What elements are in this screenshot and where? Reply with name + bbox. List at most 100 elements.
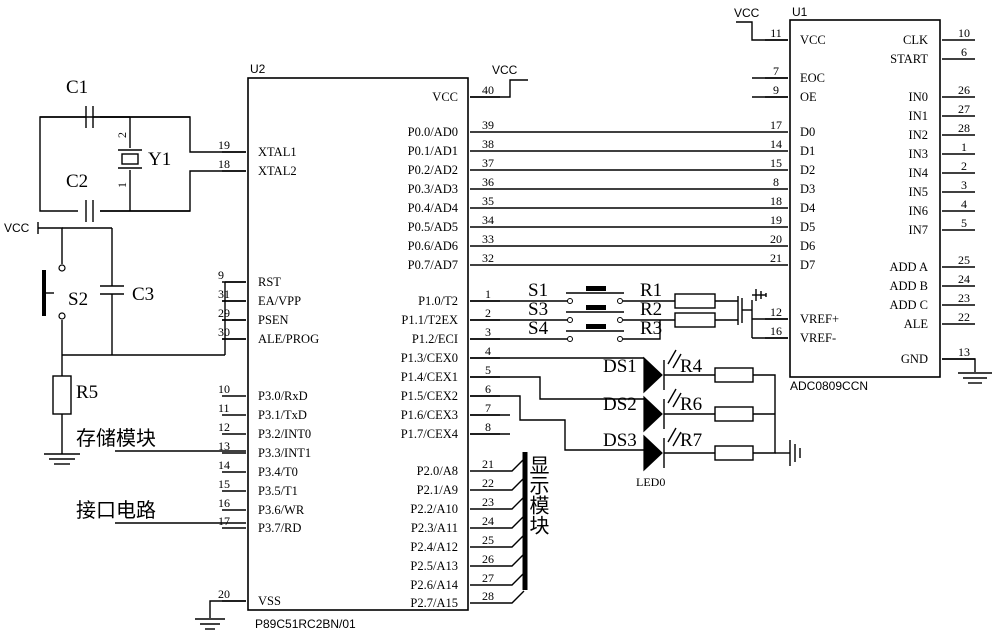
u2-pin-9-number: 9 <box>218 268 224 282</box>
interface-circuit-label: 接口电路 <box>76 498 156 522</box>
vss-ground-symbol <box>195 619 225 629</box>
u1-pin-4-number: 4 <box>961 197 967 211</box>
u1-pin-22-number: 22 <box>958 310 970 324</box>
u1-pin-6-label: START <box>890 52 928 66</box>
u1-vcc-label: VCC <box>734 6 760 20</box>
u2-pin-8-number: 8 <box>485 420 491 434</box>
p2-2-bus-wire <box>500 497 524 509</box>
u1-pin-17-number: 17 <box>770 118 782 132</box>
u1-pin-7-label: EOC <box>800 71 825 85</box>
c1-label: C1 <box>66 77 88 98</box>
u2-pin-40-number: 40 <box>482 83 494 97</box>
u2-pin-32-number: 32 <box>482 251 494 265</box>
u2-pin-19-label: XTAL1 <box>258 145 297 159</box>
u2-pin-28-label: P2.7/A15 <box>410 596 458 610</box>
ds3-label: DS3 <box>603 430 637 451</box>
u1-pin-18-number: 18 <box>770 194 782 208</box>
u1-pin-1-number: 1 <box>961 140 967 154</box>
u1-pin-14-number: 14 <box>770 137 782 151</box>
reset-vcc-label: VCC <box>4 221 30 235</box>
r2-label: R2 <box>640 299 662 320</box>
u2-pin-26-number: 26 <box>482 552 494 566</box>
u2-pin-34-number: 34 <box>482 213 494 227</box>
u1-pin-25-number: 25 <box>958 253 970 267</box>
u2-pin-39-label: P0.0/AD0 <box>408 125 458 139</box>
u1-pin-21-number: 21 <box>770 251 782 265</box>
u1-pin-24-number: 24 <box>958 272 970 286</box>
u2-pin-32-label: P0.7/AD7 <box>408 258 458 272</box>
ds2-label: DS2 <box>603 394 637 415</box>
u1-pin-14-label: D1 <box>800 144 815 158</box>
u1-pin-23-label: ADD C <box>889 298 928 312</box>
u2-pin-6-label: P1.5/CEX2 <box>401 389 458 403</box>
r1-label: R1 <box>640 280 662 301</box>
p2-6-bus-wire <box>500 573 524 585</box>
u1-part: ADC0809CCN <box>790 379 868 393</box>
u2-pin-31-number: 31 <box>218 287 230 301</box>
r5-label: R5 <box>76 382 98 403</box>
u2-pin-30-number: 30 <box>218 325 230 339</box>
u2-pin-17-label: P3.7/RD <box>258 521 301 535</box>
p2-1-bus-wire <box>500 478 524 490</box>
u1-pin-28-label: IN2 <box>909 128 928 142</box>
p0-data-bus-wires <box>500 132 765 265</box>
u2-pin-1-number: 1 <box>485 287 491 301</box>
r4-label: R4 <box>680 356 703 377</box>
u2-pin-12-label: P3.2/INT0 <box>258 427 311 441</box>
u2-ref: U2 <box>250 62 266 76</box>
u1-pin-19-number: 19 <box>770 213 782 227</box>
u2-pin-24-label: P2.3/A11 <box>411 521 458 535</box>
s4-label: S4 <box>528 318 549 339</box>
u1-pin-26-label: IN0 <box>909 90 928 104</box>
y1-pin2: 2 <box>115 132 129 138</box>
u1-pin-15-label: D2 <box>800 163 815 177</box>
u2-pin-38-number: 38 <box>482 137 494 151</box>
u1-pin-13-number: 13 <box>958 345 970 359</box>
c3-label: C3 <box>132 284 154 305</box>
r7-label: R7 <box>680 430 702 451</box>
u2-vcc-label: VCC <box>492 63 518 77</box>
u2-pin-37-label: P0.2/AD2 <box>408 163 458 177</box>
u1-pin-10-number: 10 <box>958 26 970 40</box>
u1-pin-11-number: 11 <box>770 26 782 40</box>
p2-4-bus-wire <box>500 535 524 547</box>
u1-pin-1-label: IN3 <box>909 147 928 161</box>
u2-pin-17-number: 17 <box>218 514 230 528</box>
u2-pin-20-label: VSS <box>258 594 281 608</box>
u1-pin-25-label: ADD A <box>889 260 928 274</box>
u2-pin-37-number: 37 <box>482 156 494 170</box>
u2-pin-5-number: 5 <box>485 363 491 377</box>
u1-pin-8-label: D3 <box>800 182 815 196</box>
u1-pin-21-label: D7 <box>800 258 815 272</box>
u1-pin-8-number: 8 <box>773 175 779 189</box>
u2-pin-13-label: P3.3/INT1 <box>258 446 311 460</box>
p2-7-bus-wire <box>500 591 524 603</box>
u1-pin-26-number: 26 <box>958 83 970 97</box>
u1-pin-12-label: VREF+ <box>800 312 839 326</box>
s1-label: S1 <box>528 280 548 301</box>
u2-pin-6-number: 6 <box>485 382 491 396</box>
u2-vcc-wire <box>470 80 528 97</box>
u1-pin-20-number: 20 <box>770 232 782 246</box>
u2-pin-3-label: P1.2/ECI <box>412 332 458 346</box>
u2-pin-15-label: P3.5/T1 <box>258 484 298 498</box>
storage-module-label: 存储模块 <box>76 426 156 450</box>
p2-bus-wires <box>500 459 524 603</box>
r6-label: R6 <box>680 394 702 415</box>
u2-pin-25-label: P2.4/A12 <box>410 540 458 554</box>
p2-3-bus-wire <box>500 516 524 528</box>
u1-pin-12-number: 12 <box>770 305 782 319</box>
u2-pin-34-label: P0.5/AD5 <box>408 220 458 234</box>
u1-pin-2-label: IN4 <box>909 166 929 180</box>
u2-pin-4-label: P1.3/CEX0 <box>401 351 458 365</box>
s2-label: S2 <box>68 289 88 310</box>
u2-pin-22-number: 22 <box>482 476 494 490</box>
u2-pin-26-label: P2.5/A13 <box>410 559 458 573</box>
u1-pin-13-label: GND <box>901 352 928 366</box>
led-part-label: LED0 <box>636 475 665 489</box>
p2-5-bus-wire <box>500 554 524 566</box>
u2-pin-36-label: P0.3/AD3 <box>408 182 458 196</box>
u2-pin-12-number: 12 <box>218 420 230 434</box>
display-module-label: 显示模块 <box>526 455 550 535</box>
